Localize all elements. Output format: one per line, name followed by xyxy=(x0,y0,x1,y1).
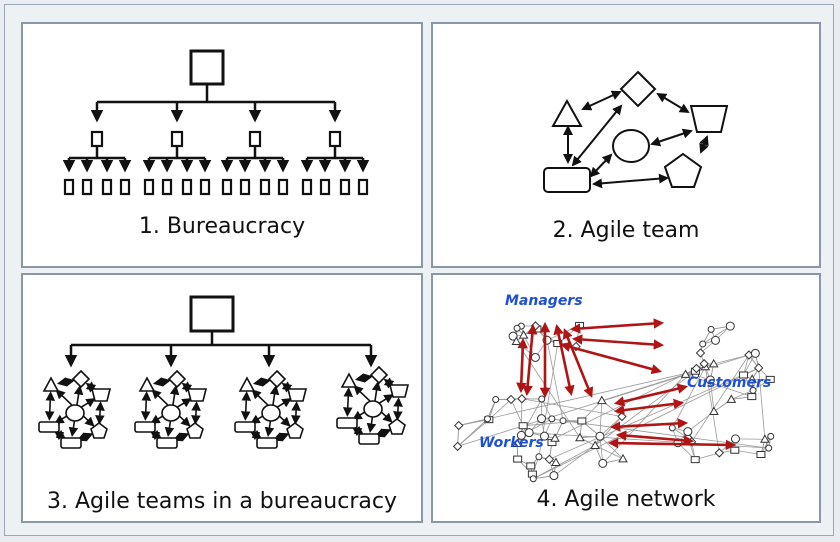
mid-node xyxy=(170,130,184,148)
mid-node xyxy=(328,130,342,148)
leaf-node xyxy=(319,178,331,196)
bureaucracy-diagram xyxy=(62,49,370,196)
mid-node xyxy=(90,130,104,148)
leaf-node xyxy=(221,178,233,196)
leaf-node xyxy=(339,178,351,196)
circle-node xyxy=(612,129,650,163)
panel-agile-team: 2. Agile team xyxy=(431,22,821,268)
mini-agile-team xyxy=(134,369,208,449)
panel-bureaucracy: 1. Bureaucracy xyxy=(21,22,423,268)
mid-node xyxy=(248,130,262,148)
leaf-node xyxy=(277,178,289,196)
leaf-node xyxy=(119,178,131,196)
rectangle-node xyxy=(543,167,591,193)
panel-agile-network: Managers Customers Workers 4. Agile netw… xyxy=(431,273,821,523)
agile-network-diagram: Managers Customers Workers xyxy=(452,293,775,483)
top-node xyxy=(189,295,235,333)
figure-frame: 1. Bureaucracy xyxy=(4,4,834,536)
caption-agile-teams-in-bureaucracy: 3. Agile teams in a bureaucracy xyxy=(47,489,397,514)
panel-agile-teams-in-bureaucracy: 3. Agile teams in a bureaucracy xyxy=(21,273,423,523)
caption-agile-network: 4. Agile network xyxy=(536,487,716,512)
mini-agile-team xyxy=(38,369,112,449)
trapezoid-node xyxy=(689,105,729,133)
label-customers: Customers xyxy=(687,375,771,391)
leaf-node xyxy=(161,178,173,196)
agile-team-diagram xyxy=(543,70,729,193)
leaf-node xyxy=(357,178,369,196)
leaf-node xyxy=(143,178,155,196)
leaf-node xyxy=(259,178,271,196)
pentagon-node xyxy=(663,152,703,188)
mini-agile-team xyxy=(336,365,410,445)
triangle-node xyxy=(551,98,583,127)
leaf-node xyxy=(301,178,313,196)
top-node xyxy=(189,49,225,86)
mini-agile-team xyxy=(234,369,308,449)
caption-bureaucracy: 1. Bureaucracy xyxy=(138,214,306,239)
leaf-node xyxy=(81,178,93,196)
leaf-node xyxy=(239,178,251,196)
label-workers: Workers xyxy=(479,435,544,451)
label-managers: Managers xyxy=(505,293,583,309)
agile-teams-bureaucracy-diagram xyxy=(38,295,410,449)
leaf-node xyxy=(199,178,211,196)
leaf-node xyxy=(181,178,193,196)
leaf-node xyxy=(63,178,75,196)
diamond-node xyxy=(619,70,657,108)
leaf-node xyxy=(101,178,113,196)
caption-agile-team: 2. Agile team xyxy=(552,218,700,243)
